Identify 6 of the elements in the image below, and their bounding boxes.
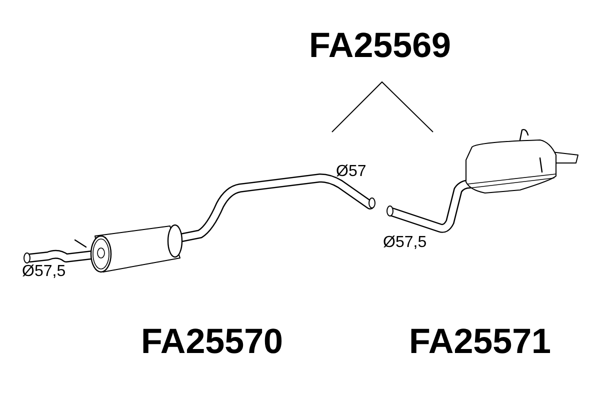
part-number: FA25570 [140,324,284,359]
diameter-label: Ø57,5 [383,235,427,251]
part-number: FA25569 [308,28,452,63]
part-number: FA25571 [408,324,552,359]
diameter-label: Ø57,5 [22,264,66,280]
diameter-label: Ø57 [336,164,366,180]
